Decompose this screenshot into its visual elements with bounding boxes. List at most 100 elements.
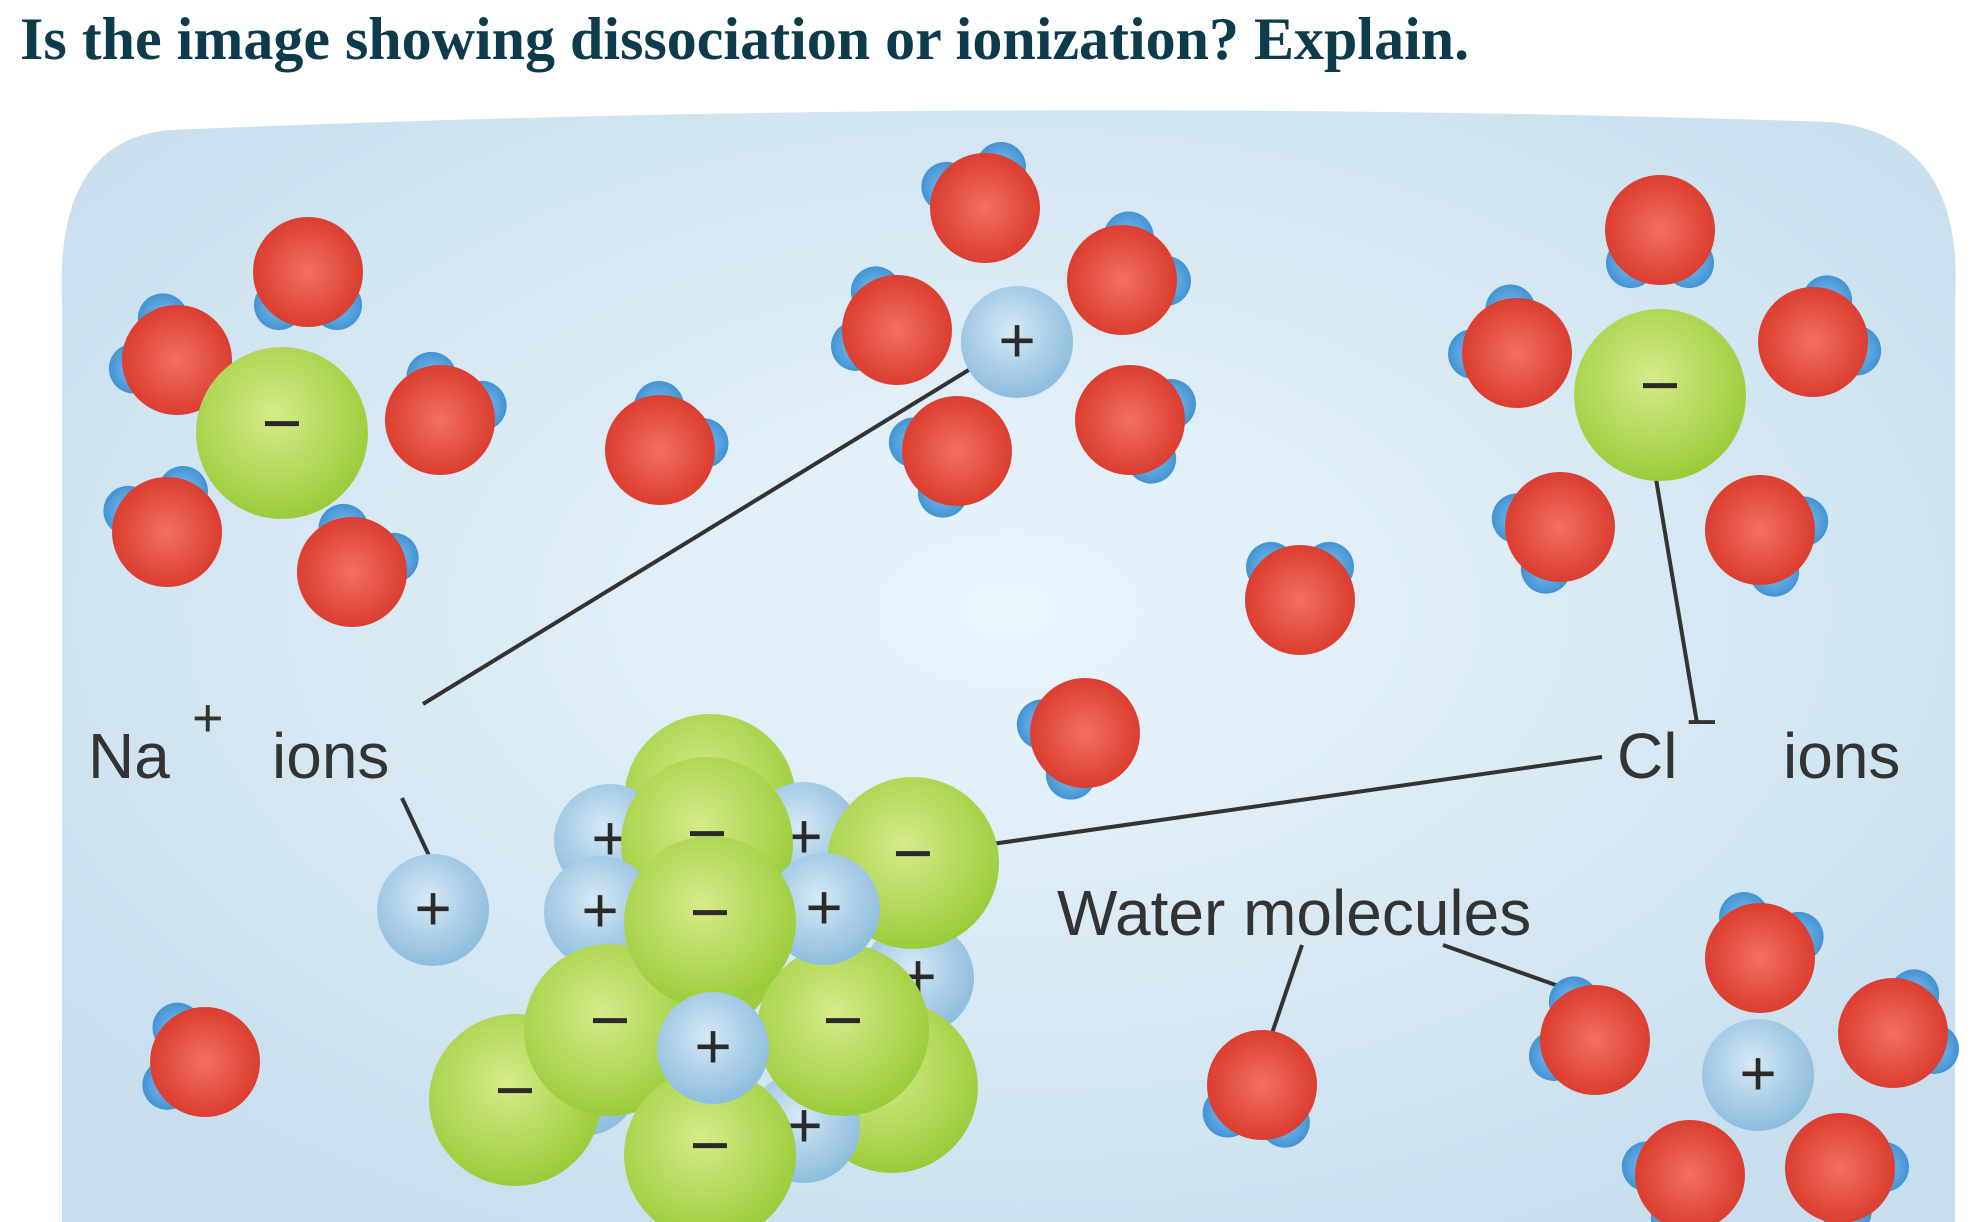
sodium-ion-sphere [961, 286, 1073, 398]
oxygen-atom [297, 517, 407, 627]
water-molecule [253, 217, 363, 331]
water-molecule [1067, 211, 1191, 335]
oxygen-atom [1705, 903, 1815, 1013]
water-molecule [1016, 678, 1140, 800]
water-molecule [297, 503, 419, 627]
oxygen-atom [1207, 1030, 1317, 1140]
oxygen-atom [1605, 175, 1715, 285]
sodium-ion: + [768, 853, 880, 965]
cl-symbol: Cl [1617, 720, 1677, 792]
negative-charge-sign: − [590, 981, 631, 1059]
water-molecule [830, 266, 952, 385]
oxygen-atom [605, 395, 715, 505]
negative-charge-sign: − [495, 1051, 536, 1129]
oxygen-atom [930, 153, 1040, 263]
chloride-ion: − [624, 836, 796, 1008]
oxygen-atom [1758, 287, 1868, 397]
oxygen-atom [842, 275, 952, 385]
water-molecule [142, 1002, 260, 1117]
na-symbol: Na [88, 720, 170, 792]
oxygen-atom [385, 365, 495, 475]
leader-na-to-free-ion [400, 797, 434, 863]
negative-charge-sign: − [893, 814, 934, 892]
oxygen-atom [150, 1007, 260, 1117]
oxygen-atom [1067, 225, 1177, 335]
chloride-ion-sphere [1574, 309, 1746, 481]
oxygen-atom [1030, 678, 1140, 788]
oxygen-atom [902, 396, 1012, 506]
water-molecule [385, 351, 507, 475]
positive-charge-sign: + [414, 872, 451, 944]
water-molecule [1705, 475, 1829, 597]
oxygen-atom [1462, 298, 1572, 408]
water-molecule [921, 141, 1040, 263]
negative-charge-sign: − [262, 384, 303, 462]
chloride-ion-sphere [196, 347, 368, 519]
leader-lines [400, 358, 1699, 1049]
oxygen-atom [1635, 1120, 1745, 1222]
positive-charge-sign: + [1739, 1037, 1776, 1109]
cl-charge: − [1686, 692, 1718, 752]
sodium-ion: + [657, 992, 769, 1104]
oxygen-atom [1838, 978, 1948, 1088]
sodium-ion: + [1702, 1019, 1814, 1131]
oxygen-atom [1540, 985, 1650, 1095]
dissociation-diagram: −+−++−+−+++−+−−−+−−−+−+ Na + ions Cl − i… [61, 110, 1960, 1222]
positive-charge-sign: + [694, 1010, 731, 1082]
oxygen-atom [1785, 1113, 1895, 1222]
chloride-ion: − [524, 944, 696, 1116]
sodium-ion-sphere [1702, 1019, 1814, 1131]
water-molecule [888, 396, 1012, 518]
chloride-ion-sphere [624, 836, 796, 1008]
leader-cl-to-hydrated-ion [1650, 454, 1699, 724]
positive-charge-sign: + [998, 304, 1035, 376]
ions: −+−++−+−+++−+−−−+−−−+−+ [196, 286, 1814, 1222]
water-molecule [1621, 1120, 1745, 1222]
chloride-ion: − [1574, 309, 1746, 481]
negative-charge-sign: − [690, 1106, 731, 1184]
water-molecule [1758, 275, 1882, 397]
water-molecule [1528, 976, 1650, 1095]
sodium-ion: + [377, 854, 489, 966]
oxygen-atom [1075, 365, 1185, 475]
question-heading: Is the image showing dissociation or ion… [20, 6, 1470, 72]
sodium-ion-sphere [377, 854, 489, 966]
chloride-ion: − [757, 944, 929, 1116]
chloride-ion-sphere [624, 1069, 796, 1222]
oxygen-atom [1705, 475, 1815, 585]
chloride-ion: − [624, 1069, 796, 1222]
sodium-ion-sphere [768, 853, 880, 965]
leader-water-to-molecule [1265, 944, 1304, 1049]
oxygen-atom [112, 477, 222, 587]
water-molecule [1605, 175, 1715, 289]
water-molecule [1075, 365, 1197, 484]
water-molecule [1491, 472, 1615, 594]
negative-charge-sign: − [690, 873, 731, 951]
leader-cl-to-crystal-ion [984, 755, 1603, 847]
chloride-ion: − [196, 347, 368, 519]
water-molecule [1245, 541, 1355, 655]
oxygen-atom [122, 305, 232, 415]
leader-na-to-hydrated-ion [421, 358, 987, 706]
water-molecule [1785, 1113, 1909, 1222]
oxygen-atom [1505, 472, 1615, 582]
water-molecule [605, 381, 729, 505]
label-cl-ions: Cl − ions [1617, 692, 1900, 792]
water-molecule [1202, 1030, 1317, 1148]
label-na-ions: Na + ions [88, 688, 389, 792]
cl-ions-word: ions [1783, 720, 1900, 792]
chloride-ion-sphere [524, 944, 696, 1116]
na-charge: + [192, 688, 224, 748]
sodium-ion-sphere [657, 992, 769, 1104]
na-ions-word: ions [272, 720, 389, 792]
water-molecule [1448, 284, 1572, 408]
water-molecules [103, 141, 1960, 1222]
sodium-ion: + [961, 286, 1073, 398]
water-molecule [1838, 969, 1960, 1088]
oxygen-atom [1245, 545, 1355, 655]
water-molecule [103, 465, 222, 587]
positive-charge-sign: + [805, 871, 842, 943]
negative-charge-sign: − [1640, 346, 1681, 424]
label-water-molecules: Water molecules [1057, 877, 1531, 949]
negative-charge-sign: − [823, 981, 864, 1059]
